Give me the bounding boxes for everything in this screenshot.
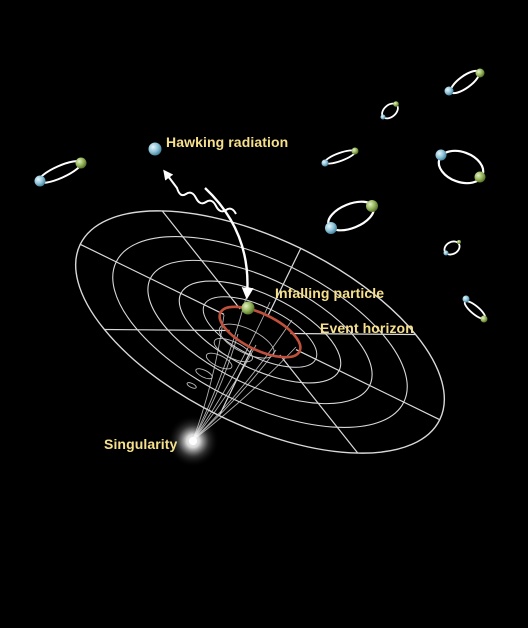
grid-spoke	[267, 248, 302, 317]
label-event-horizon: Event horizon	[320, 320, 414, 336]
particle-pair	[380, 101, 399, 120]
grid-spoke	[290, 332, 416, 336]
grid-spoke	[79, 243, 225, 316]
infalling-particle	[241, 301, 255, 315]
particle-pair	[325, 200, 378, 234]
hawking-radiation-particle	[148, 142, 162, 156]
throat-ring	[213, 338, 253, 363]
green-particle	[75, 157, 87, 169]
green-particle	[480, 315, 488, 323]
green-particle	[351, 147, 359, 155]
blue-particle	[380, 114, 386, 120]
green-particle	[366, 200, 378, 212]
particle-pair	[321, 147, 359, 167]
green-particle	[457, 240, 461, 244]
blue-particle	[321, 159, 329, 167]
particle-pair	[443, 240, 461, 256]
particle-pair	[34, 157, 87, 187]
throat-ring	[218, 323, 275, 359]
labels: Hawking radiation Infalling particle Eve…	[104, 134, 414, 452]
throat-lines	[192, 297, 297, 441]
green-particle	[474, 171, 486, 183]
virtual-pairs	[34, 68, 488, 323]
wavy-emission-arrow	[163, 169, 237, 215]
green-particle	[475, 68, 485, 78]
label-singularity: Singularity	[104, 436, 178, 452]
blue-particle	[443, 250, 449, 256]
particle-pair	[462, 295, 488, 323]
throat-ring	[195, 368, 213, 380]
green-particle	[393, 101, 399, 107]
blue-particle	[462, 295, 470, 303]
grid-spoke	[161, 210, 241, 310]
label-hawking-radiation: Hawking radiation	[166, 134, 288, 150]
grid-spokes	[79, 210, 441, 454]
blue-particle	[325, 222, 337, 234]
grid-spoke	[218, 347, 253, 416]
grid-spoke	[279, 354, 359, 454]
grid-spoke	[295, 348, 441, 421]
blue-particle	[34, 175, 46, 187]
pair-orbit	[324, 149, 356, 165]
label-infalling-particle: Infalling particle	[275, 285, 384, 301]
particle-pair	[444, 68, 485, 96]
event-horizon-ring	[218, 305, 302, 359]
grid-spoke	[104, 328, 230, 332]
infall-arrow	[204, 187, 254, 300]
hawking-arrows	[163, 169, 254, 300]
throat-ring	[205, 352, 233, 370]
singularity-point	[189, 437, 197, 445]
particle-pair	[435, 149, 486, 185]
blue-particle	[444, 86, 454, 96]
throat-ring	[186, 382, 197, 389]
throat-rings	[186, 323, 275, 389]
blue-particle	[435, 149, 447, 161]
